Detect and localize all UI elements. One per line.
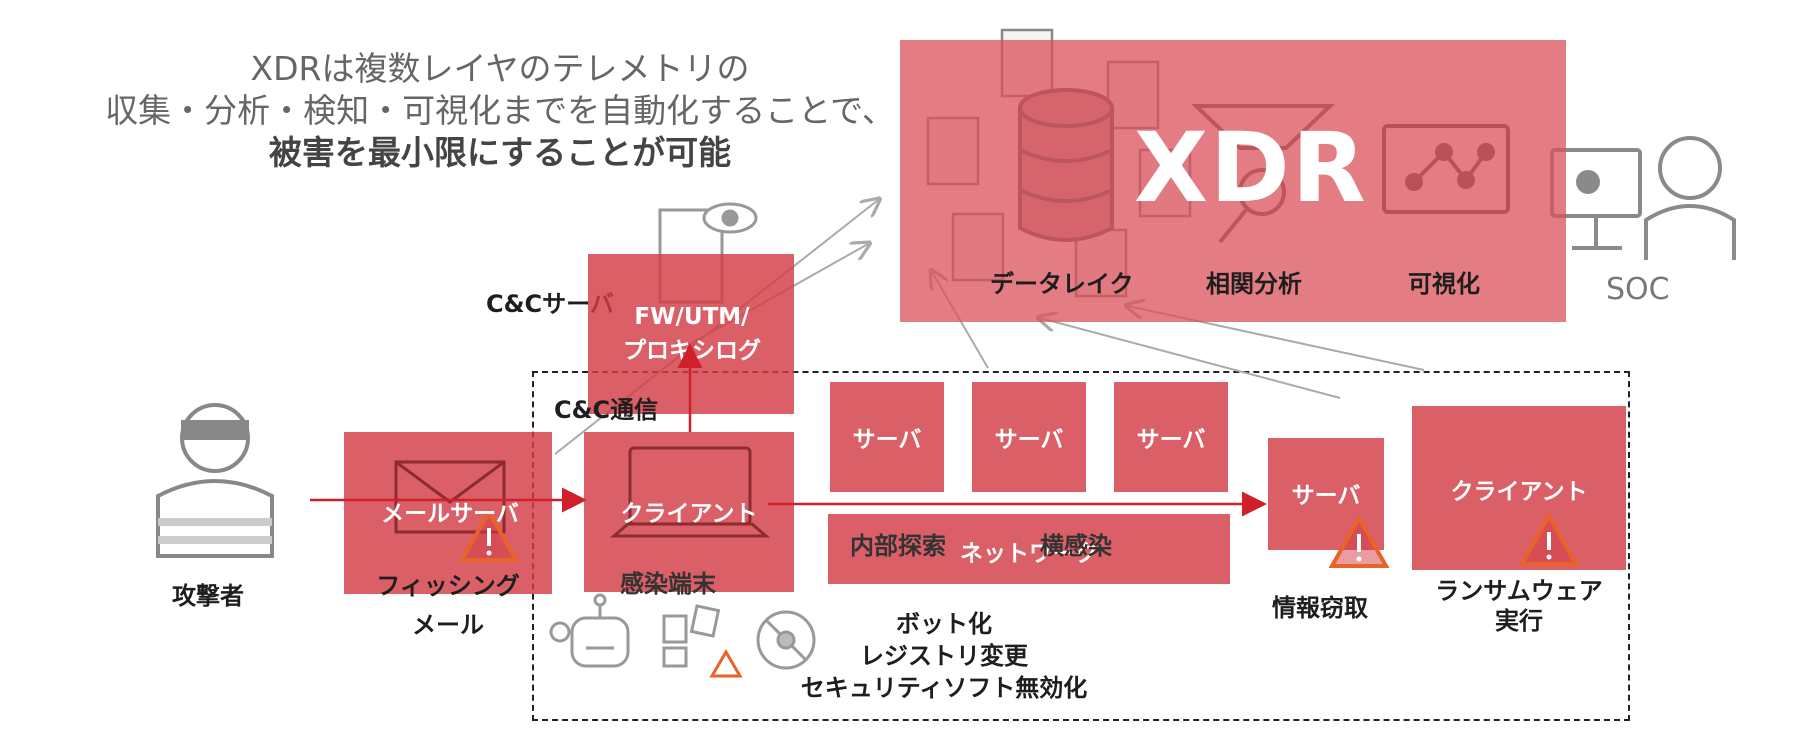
mail-server-label: メールサーバ — [381, 501, 519, 527]
headline: XDRは複数レイヤのテレメトリの 収集・分析・検知・可視化までを自動化することで… — [0, 48, 1000, 174]
headline-line-1: XDRは複数レイヤのテレメトリの — [250, 49, 750, 88]
attacker-label: 攻撃者 — [172, 582, 244, 610]
cc-comm-label: C&C通信 — [554, 396, 659, 424]
ransomware-line-2: 実行 — [1495, 607, 1543, 635]
phishing-line-1: フィッシング — [376, 572, 520, 600]
soc-operator-icon — [1550, 136, 1736, 260]
xdr-panel — [900, 40, 1566, 322]
server-label-3: サーバ — [1136, 427, 1206, 453]
server-box-3 — [1114, 382, 1228, 492]
bot-actions-line-1: ボット化 — [896, 610, 992, 638]
warning-icon — [1328, 514, 1390, 568]
warning-icon — [1518, 512, 1580, 566]
infected-terminal-label: 感染端末 — [620, 570, 716, 598]
bot-actions-line-3: セキュリティソフト無効化 — [800, 674, 1088, 702]
soc-label: SOC — [1606, 272, 1670, 307]
mail-icon — [394, 460, 506, 534]
attacker-icon — [156, 403, 274, 558]
no-virus-icon — [756, 610, 816, 670]
laptop-icon — [609, 446, 771, 538]
server-label-2: サーバ — [994, 427, 1064, 453]
ransomware-label: ランサムウェア 実行 — [1412, 576, 1626, 636]
bot-icon — [549, 593, 630, 668]
fw-log-label: FW/UTM/ プロキシログ — [590, 300, 794, 368]
info-server-label: サーバ — [1291, 483, 1361, 509]
data-lake-label: データレイク — [990, 270, 1134, 298]
ransom-client-label: クライアント — [1450, 479, 1588, 505]
server-box-2 — [972, 382, 1086, 492]
bot-actions-line-2: レジストリ変更 — [860, 642, 1028, 670]
server-label-1: サーバ — [852, 427, 922, 453]
info-theft-label: 情報窃取 — [1272, 594, 1368, 622]
lateral-infection-label: 横感染 — [1040, 532, 1112, 560]
client-label: クライアント — [620, 501, 758, 527]
ransomware-line-1: ランサムウェア — [1435, 577, 1603, 605]
mail-server-box — [344, 432, 552, 594]
server-box-1 — [830, 382, 944, 492]
correlation-label: 相関分析 — [1206, 270, 1302, 298]
phishing-label: フィッシング メール — [348, 566, 548, 640]
headline-line-3: 被害を最小限にすることが可能 — [268, 133, 732, 172]
fw-log-line-1: FW/UTM/ — [634, 304, 750, 330]
warning-icon — [458, 508, 520, 562]
phishing-line-2: メール — [412, 611, 484, 639]
client-box — [584, 432, 794, 592]
network-bar — [828, 514, 1230, 584]
network-label: ネットワーク — [960, 541, 1098, 567]
ransom-client-box — [1412, 406, 1626, 570]
bot-actions-label: ボット化 レジストリ変更 セキュリティソフト無効化 — [774, 608, 1114, 704]
headline-line-2: 収集・分析・検知・可視化までを自動化することで、 — [105, 91, 895, 130]
xdr-title: XDR — [1134, 112, 1368, 224]
internal-probe-label: 内部探索 — [850, 532, 946, 560]
fw-log-line-2: プロキシログ — [623, 338, 761, 364]
files-warning-icon — [662, 604, 743, 678]
visualization-label: 可視化 — [1408, 270, 1480, 298]
